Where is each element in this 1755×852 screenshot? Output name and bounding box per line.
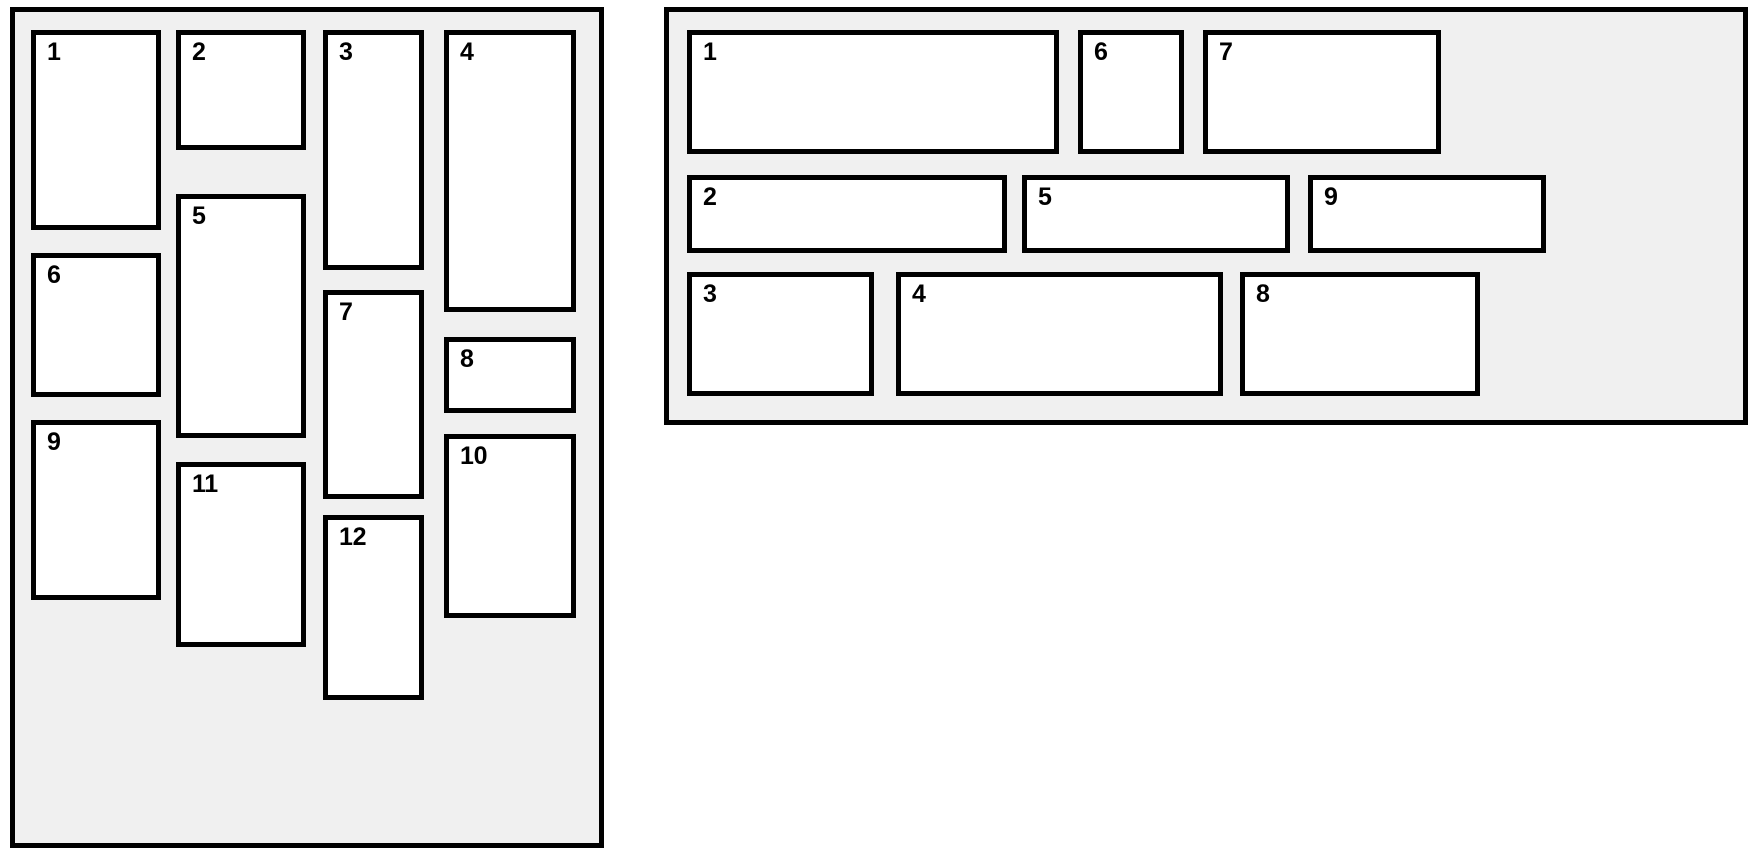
box-label: 5 (1038, 183, 1052, 211)
box-2[interactable]: 2 (687, 175, 1007, 253)
box-3[interactable]: 3 (687, 272, 874, 396)
box-10[interactable]: 10 (444, 434, 576, 618)
box-8[interactable]: 8 (1240, 272, 1480, 396)
box-7[interactable]: 7 (1203, 30, 1441, 154)
box-1[interactable]: 1 (687, 30, 1059, 154)
box-5[interactable]: 5 (1022, 175, 1290, 253)
box-label: 9 (47, 428, 61, 456)
box-label: 7 (339, 298, 353, 326)
box-label: 6 (47, 261, 61, 289)
box-label: 9 (1324, 183, 1338, 211)
box-label: 8 (460, 345, 474, 373)
box-2[interactable]: 2 (176, 30, 306, 150)
box-label: 12 (339, 523, 367, 551)
box-label: 2 (192, 38, 206, 66)
box-9[interactable]: 9 (31, 420, 161, 600)
box-label: 7 (1219, 38, 1233, 66)
box-label: 1 (703, 38, 717, 66)
box-label: 10 (460, 442, 488, 470)
box-12[interactable]: 12 (323, 515, 424, 700)
box-7[interactable]: 7 (323, 290, 424, 499)
box-label: 8 (1256, 280, 1270, 308)
box-4[interactable]: 4 (444, 30, 576, 312)
box-1[interactable]: 1 (31, 30, 161, 230)
box-label: 2 (703, 183, 717, 211)
box-4[interactable]: 4 (896, 272, 1223, 396)
box-label: 1 (47, 38, 61, 66)
box-label: 4 (912, 280, 926, 308)
box-8[interactable]: 8 (444, 337, 576, 413)
box-3[interactable]: 3 (323, 30, 424, 270)
box-11[interactable]: 11 (176, 462, 306, 647)
box-5[interactable]: 5 (176, 194, 306, 438)
box-label: 3 (703, 280, 717, 308)
right-panel: 1 6 7 2 5 9 3 4 8 (664, 7, 1748, 425)
box-label: 11 (192, 470, 218, 498)
box-9[interactable]: 9 (1308, 175, 1546, 253)
box-label: 3 (339, 38, 353, 66)
box-label: 5 (192, 202, 206, 230)
box-label: 4 (460, 38, 474, 66)
box-label: 6 (1094, 38, 1108, 66)
box-6[interactable]: 6 (1078, 30, 1184, 154)
box-6[interactable]: 6 (31, 253, 161, 397)
